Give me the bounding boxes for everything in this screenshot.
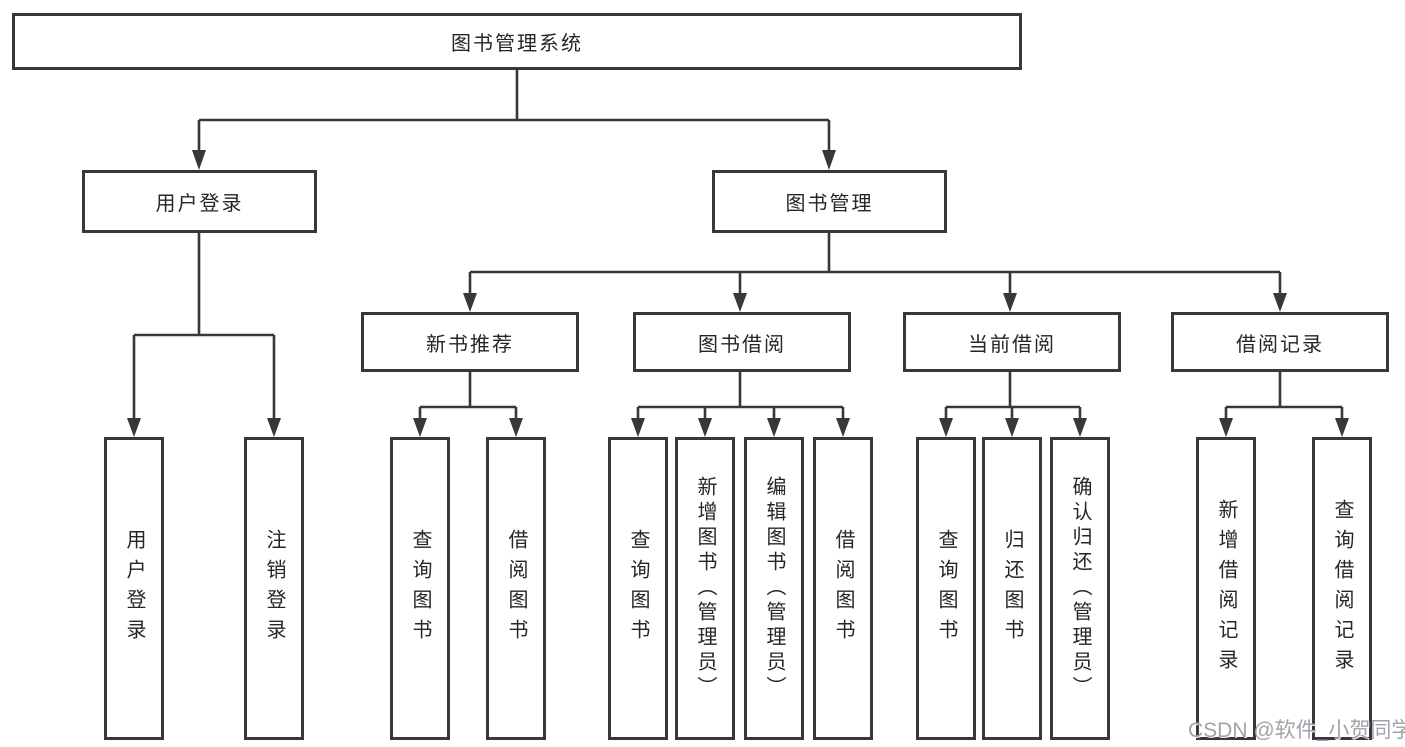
leaf-cb-confirm-return-label: 确认归还（管理员） xyxy=(1069,476,1091,701)
leaf-user-login-label: 用户登录 xyxy=(123,528,145,649)
leaf-br-query-record: 查询借阅记录 xyxy=(1312,437,1372,740)
node-new-book-recommend: 新书推荐 xyxy=(361,312,579,372)
leaf-bb-query-book-label: 查询图书 xyxy=(627,528,649,649)
leaf-logout: 注销登录 xyxy=(244,437,304,740)
leaf-nbr-borrow-book: 借阅图书 xyxy=(486,437,546,740)
node-borrow-record: 借阅记录 xyxy=(1171,312,1389,372)
leaf-user-login: 用户登录 xyxy=(104,437,164,740)
node-book-borrow-label: 图书借阅 xyxy=(698,333,786,356)
leaf-br-query-record-label: 查询借阅记录 xyxy=(1331,498,1353,679)
node-book-borrow: 图书借阅 xyxy=(633,312,851,372)
node-user-login: 用户登录 xyxy=(82,170,317,233)
node-book-management-label: 图书管理 xyxy=(785,193,874,215)
node-current-borrow-label: 当前借阅 xyxy=(968,333,1056,356)
node-current-borrow: 当前借阅 xyxy=(903,312,1121,372)
leaf-cb-return-book-label: 归还图书 xyxy=(1001,528,1023,649)
node-root: 图书管理系统 xyxy=(12,13,1022,70)
leaf-nbr-borrow-book-label: 借阅图书 xyxy=(505,528,527,649)
leaf-cb-query-book-label: 查询图书 xyxy=(935,528,957,649)
leaf-nbr-query-book: 查询图书 xyxy=(390,437,450,740)
csdn-watermark: CSDN @软件_小贺同学 xyxy=(1188,719,1405,742)
leaf-cb-return-book: 归还图书 xyxy=(982,437,1042,740)
leaf-bb-add-book-label: 新增图书（管理员） xyxy=(694,476,716,701)
leaf-cb-query-book: 查询图书 xyxy=(916,437,976,740)
node-new-book-recommend-label: 新书推荐 xyxy=(426,333,514,356)
leaf-bb-borrow-book: 借阅图书 xyxy=(813,437,873,740)
node-book-management: 图书管理 xyxy=(712,170,947,233)
leaf-br-add-record-label: 新增借阅记录 xyxy=(1215,498,1237,679)
leaf-bb-query-book: 查询图书 xyxy=(608,437,668,740)
leaf-logout-label: 注销登录 xyxy=(263,528,285,649)
leaf-cb-confirm-return: 确认归还（管理员） xyxy=(1050,437,1110,740)
leaf-bb-edit-book: 编辑图书（管理员） xyxy=(744,437,804,740)
node-user-login-label: 用户登录 xyxy=(155,193,244,215)
node-root-label: 图书管理系统 xyxy=(451,33,583,55)
leaf-bb-edit-book-label: 编辑图书（管理员） xyxy=(763,476,785,701)
leaf-br-add-record: 新增借阅记录 xyxy=(1196,437,1256,740)
node-borrow-record-label: 借阅记录 xyxy=(1236,333,1324,356)
leaf-nbr-query-book-label: 查询图书 xyxy=(409,528,431,649)
leaf-bb-add-book: 新增图书（管理员） xyxy=(675,437,735,740)
leaf-bb-borrow-book-label: 借阅图书 xyxy=(832,528,854,649)
